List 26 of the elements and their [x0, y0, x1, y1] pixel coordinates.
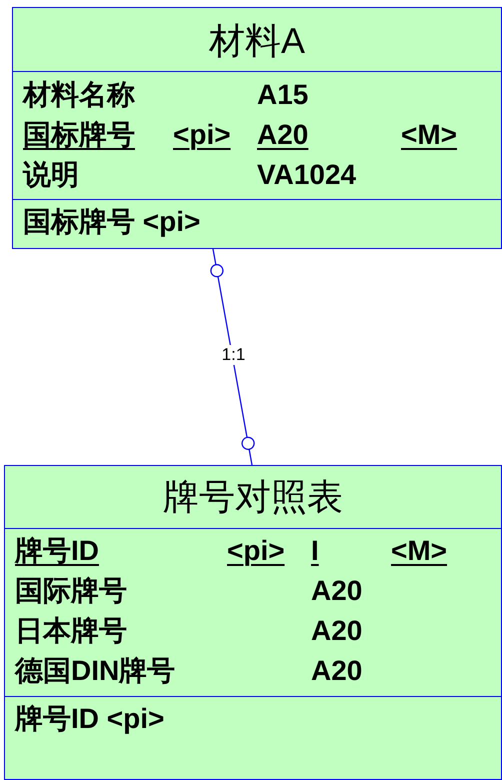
attribute-text: VA1024 — [257, 159, 356, 191]
entity-name: 牌号对照表 — [162, 477, 344, 517]
attribute-text: 国际牌号 — [15, 575, 127, 607]
attribute-text: 说明 — [23, 159, 79, 191]
attribute-text: A20 — [311, 655, 362, 687]
attribute-text: 日本牌号 — [15, 615, 127, 647]
attribute-text: A20 — [257, 119, 308, 151]
identifier-text: 牌号ID <pi> — [15, 703, 164, 735]
entity-box — [12, 7, 502, 249]
entity-name: 材料A — [208, 21, 306, 61]
attribute-text: <M> — [401, 119, 458, 151]
attribute-text: A20 — [311, 615, 362, 647]
attribute-text: A20 — [311, 575, 362, 607]
attribute-text: 材料名称 — [23, 79, 135, 111]
relationship-line — [210, 248, 255, 466]
attribute-text: 牌号ID — [15, 535, 99, 567]
attribute-text: <M> — [391, 535, 448, 567]
edge-label: 1:1 — [220, 345, 246, 365]
attribute-text: 德国DIN牌号 — [15, 655, 176, 687]
attribute-text: 国标牌号 — [23, 119, 135, 151]
identifier-text: 国标牌号 <pi> — [23, 206, 200, 238]
attribute-text: <pi> — [173, 119, 231, 151]
entity-box — [4, 465, 502, 780]
attribute-text: A15 — [257, 79, 308, 111]
attribute-text: I — [311, 535, 319, 567]
attribute-text: <pi> — [227, 535, 285, 567]
